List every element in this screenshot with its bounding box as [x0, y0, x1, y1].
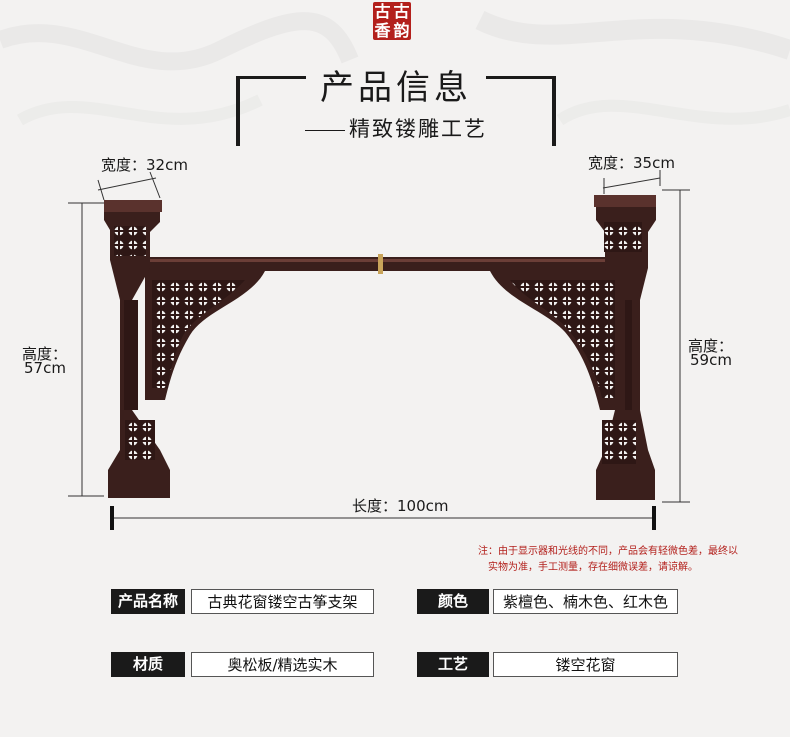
height-right-value: 59cm [690, 351, 732, 369]
page-title: 产品信息 [320, 68, 472, 108]
spec-label-name: 产品名称 [111, 589, 185, 614]
spec-value-material: 奥松板/精选实木 [191, 652, 374, 677]
crossbar-joint [378, 254, 383, 274]
page-subtitle: 精致镂雕工艺 [236, 113, 556, 143]
color-disclaimer-note: 注：由于显示器和光线的不同，产品会有轻微色差，最终以 实物为准，手工测量，存在细… [478, 544, 778, 576]
seal-char: 韵 [393, 21, 410, 40]
width-left-label: 宽度：32cm [101, 156, 188, 174]
spec-label-craft: 工艺 [417, 652, 489, 677]
seal-char: 古 [374, 2, 391, 21]
note-line: 注：由于显示器和光线的不同，产品会有轻微色差，最终以 [478, 546, 738, 557]
right-leg [490, 195, 656, 500]
length-label: 长度：100cm [352, 497, 449, 515]
seal-char: 古 [393, 2, 410, 21]
subtitle-text: 精致镂雕工艺 [349, 117, 487, 141]
dimension-lines [68, 170, 690, 519]
height-right-title: 高度： [688, 337, 734, 355]
spec-label-material: 材质 [111, 652, 185, 677]
brand-seal-logo: 古 古 香 韵 [373, 2, 411, 40]
spec-label-color: 颜色 [417, 589, 489, 614]
left-leg [104, 200, 265, 498]
width-right-label: 宽度：35cm [588, 154, 675, 172]
spec-value-craft: 镂空花窗 [493, 652, 678, 677]
height-left-value: 57cm [24, 359, 66, 377]
title-frame [236, 76, 556, 146]
spec-value-color: 紫檀色、楠木色、红木色 [493, 589, 678, 614]
product-illustration [68, 170, 690, 530]
seal-char: 香 [374, 21, 391, 40]
height-left-title: 高度： [22, 345, 68, 363]
note-line: 实物为准，手工测量，存在细微误差，请谅解。 [488, 562, 698, 573]
spec-value-name: 古典花窗镂空古筝支架 [191, 589, 374, 614]
